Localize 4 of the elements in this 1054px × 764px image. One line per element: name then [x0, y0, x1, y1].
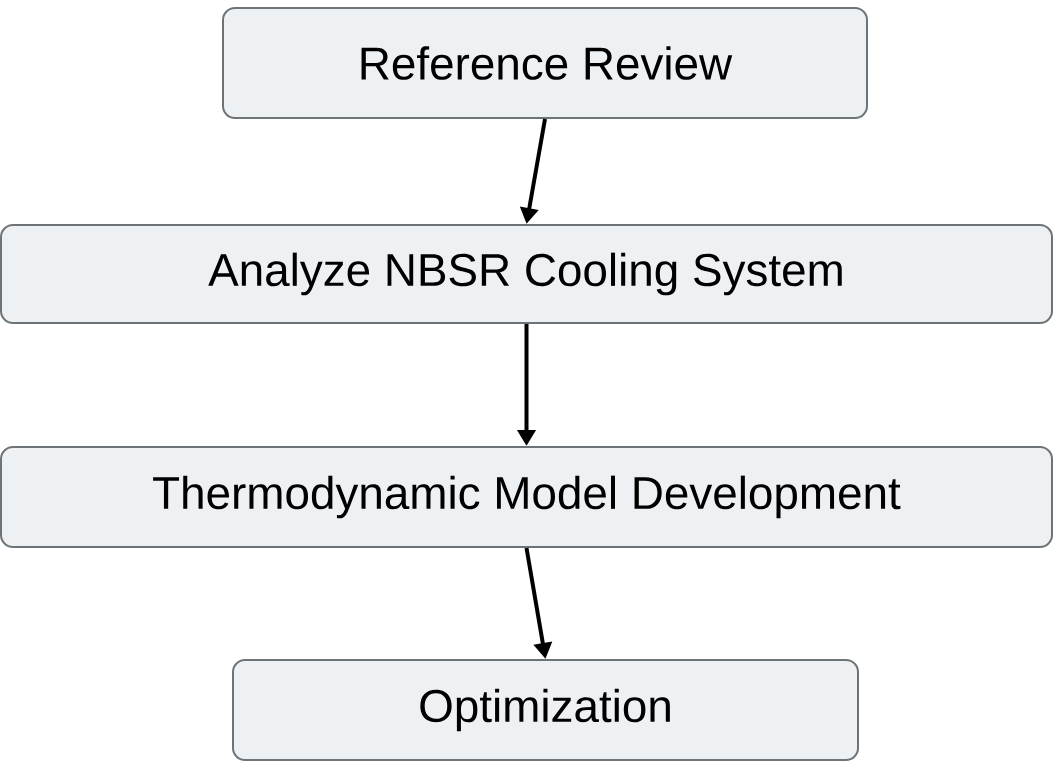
process-box: Thermodynamic Model Development	[0, 446, 1053, 548]
process-box: Analyze NBSR Cooling System	[0, 224, 1053, 324]
process-box: Reference Review	[222, 7, 868, 119]
process-box: Optimization	[232, 659, 859, 761]
